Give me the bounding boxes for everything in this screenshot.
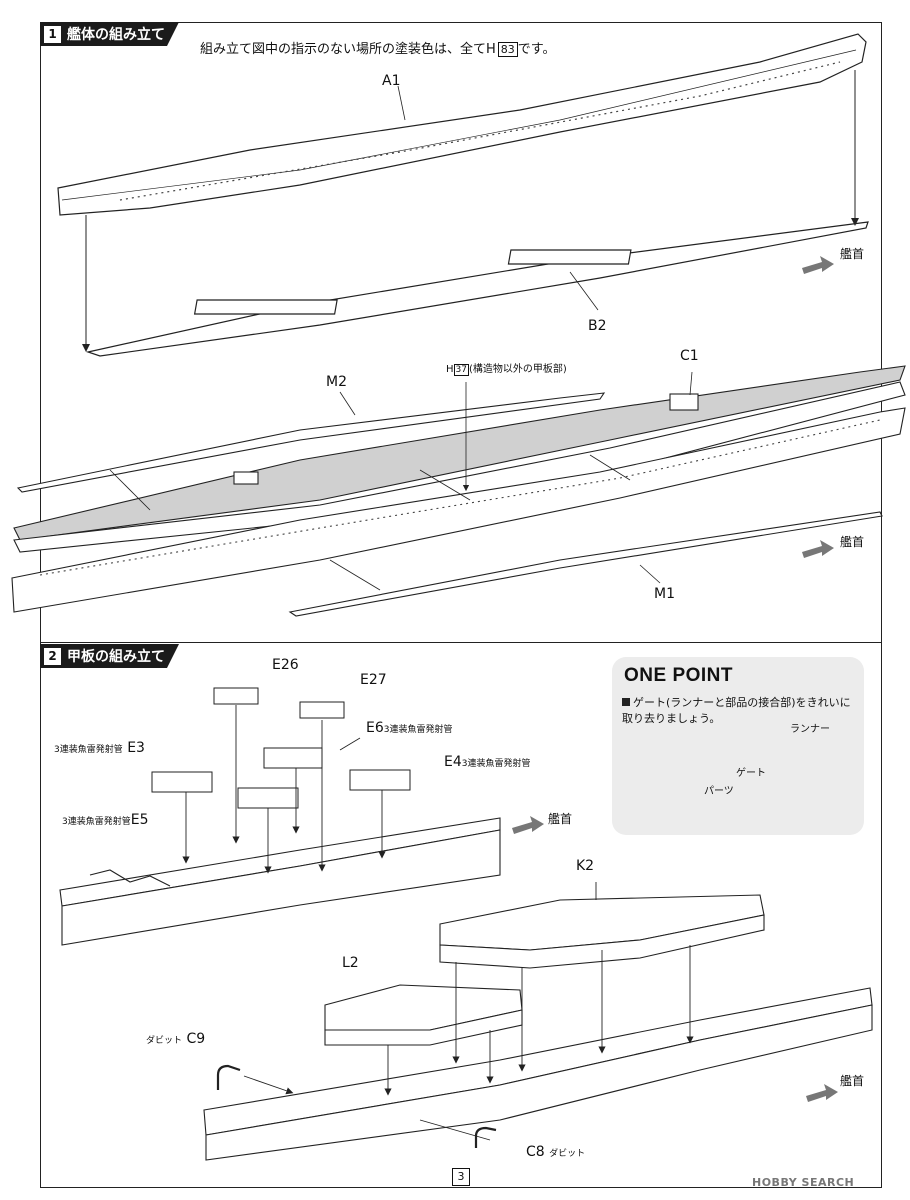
paint-note-text: 組み立て図中の指示のない場所の塗装色は、全てH <box>200 42 496 57</box>
e3-desc: 3連装魚雷発射管 <box>54 745 123 755</box>
e6-code: E6 <box>366 720 384 736</box>
paint-code: 83 <box>497 42 518 57</box>
bow-arrow-deck <box>512 816 544 834</box>
deck-section-main <box>203 894 873 1161</box>
e4-code: E4 <box>444 754 462 770</box>
placement-arrows-left <box>182 705 386 874</box>
section-2-number: 2 <box>44 648 61 665</box>
section-1-number: 1 <box>44 26 61 43</box>
label-e3: 3連装魚雷発射管 E3 <box>54 740 145 758</box>
label-c8: C8 ダビット <box>526 1144 585 1162</box>
section-2-title: 甲板の組み立て <box>67 649 165 665</box>
watermark: HOBBY SEARCH <box>752 1176 855 1189</box>
c8-desc: ダビット <box>549 1149 586 1159</box>
one-point-title: ONE POINT <box>624 665 734 686</box>
label-gate: ゲート <box>736 768 766 779</box>
torpedo-parts <box>151 687 411 809</box>
label-e27: E27 <box>360 672 387 688</box>
label-bow-top: 艦首 <box>840 247 865 261</box>
bow-arrow-top <box>802 256 834 274</box>
bow-arrow-bottom <box>806 1084 838 1102</box>
section-1-title: 艦体の組み立て <box>67 27 165 43</box>
label-b2: B2 <box>588 318 607 334</box>
section-2-header: 2 甲板の組み立て <box>40 644 179 668</box>
label-e4: E43連装魚雷発射管 <box>444 754 531 772</box>
label-l2: L2 <box>342 955 359 971</box>
one-point-instruction: ゲート(ランナーと部品の接合部)をきれいに取り去りましょう。 <box>622 696 851 725</box>
bullet-icon <box>622 698 630 706</box>
hull-assembly <box>13 365 906 553</box>
label-part: パーツ <box>704 786 734 797</box>
c9-code: C9 <box>186 1031 206 1047</box>
label-bow-mid: 艦首 <box>840 535 865 549</box>
c8-code: C8 <box>526 1144 545 1160</box>
label-e6: E63連装魚雷発射管 <box>366 720 453 738</box>
bow-arrow-mid <box>802 540 834 558</box>
paint-note-suffix: です。 <box>517 42 556 57</box>
label-m1: M1 <box>654 586 675 602</box>
label-runner: ランナー <box>790 724 830 735</box>
one-point-box: ONE POINT ゲート(ランナーと部品の接合部)をきれいに取り去りましょう。 <box>612 657 864 835</box>
hull-part-m1 <box>288 511 883 617</box>
e4-desc: 3連装魚雷発射管 <box>461 759 531 769</box>
placement-arrows-main <box>243 882 694 1141</box>
section-1-header: 1 艦体の組み立て <box>40 22 179 46</box>
label-e5: 3連装魚雷発射管E5 <box>62 812 149 830</box>
label-e26: E26 <box>272 657 299 673</box>
hull-part-m2 <box>16 392 606 493</box>
label-m2: M2 <box>326 374 347 390</box>
label-bow-bottom: 艦首 <box>840 1074 865 1088</box>
h37-prefix: H <box>446 364 454 375</box>
one-point-text: ゲート(ランナーと部品の接合部)をきれいに取り去りましょう。 <box>622 695 858 727</box>
hull-lower <box>11 407 906 617</box>
hull-part-a1 <box>57 33 867 216</box>
e3-code: E3 <box>127 740 145 756</box>
deck-section-left <box>59 817 501 946</box>
h37-code: 37 <box>453 364 469 376</box>
label-bow-deck: 艦首 <box>548 812 573 826</box>
page-number: 3 <box>452 1168 470 1186</box>
c9-desc: ダビット <box>146 1036 183 1046</box>
section-divider <box>40 642 882 643</box>
label-c1: C1 <box>680 348 699 364</box>
label-k2: K2 <box>576 858 595 874</box>
e5-code: E5 <box>130 812 149 828</box>
e5-desc: 3連装魚雷発射管 <box>62 817 131 827</box>
h37-note: (構造物以外の甲板部) <box>468 364 567 375</box>
e6-desc: 3連装魚雷発射管 <box>383 725 453 735</box>
label-a1: A1 <box>382 73 401 89</box>
label-c9: ダビット C9 <box>146 1031 205 1049</box>
deck-part-b2 <box>85 221 869 357</box>
